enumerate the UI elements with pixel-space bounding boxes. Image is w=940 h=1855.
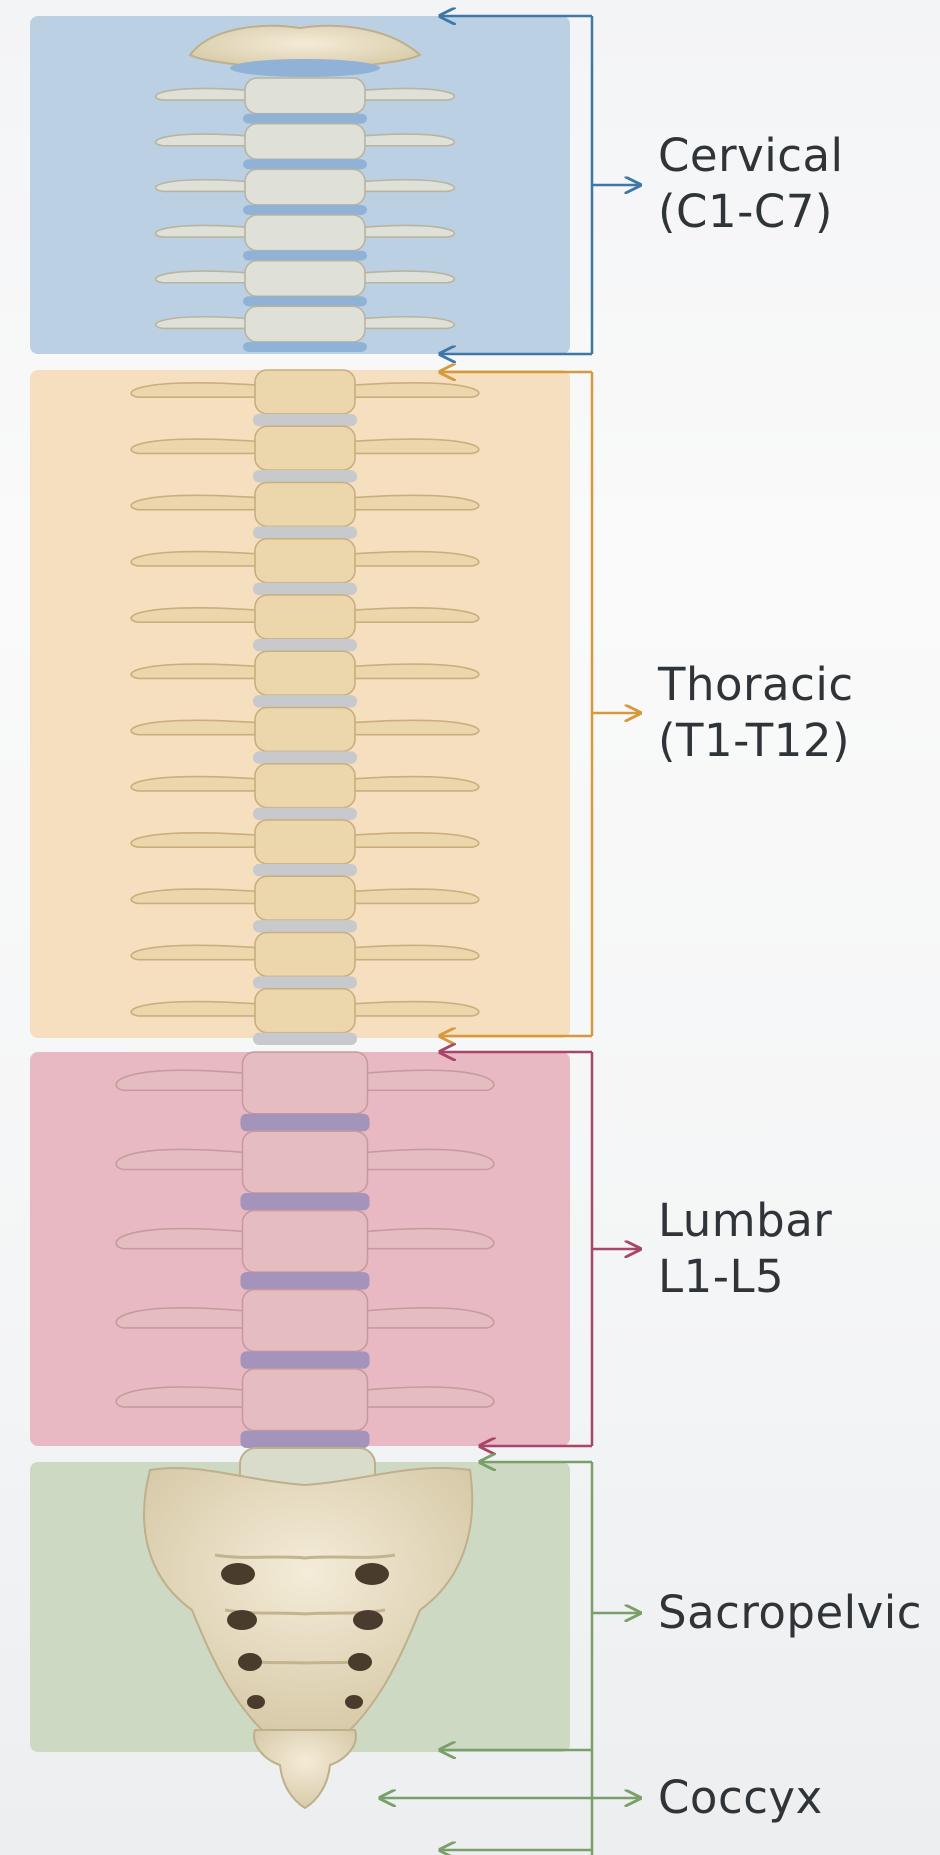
cervical-vertebra-1 (156, 78, 455, 124)
sacropelvic-label-name: Sacropelvic (658, 1585, 922, 1641)
sacrum (144, 1448, 472, 1730)
lumbar-vertebra-1 (116, 1052, 494, 1131)
thoracic-vertebra-5 (131, 595, 479, 651)
cervical-label-range: (C1-C7) (658, 184, 844, 240)
thoracic-vertebra-4 (131, 539, 479, 595)
thoracic-vertebra-3 (131, 483, 479, 539)
thoracic-label: Thoracic (T1-T12) (658, 657, 854, 769)
coccyx-label: Coccyx (658, 1770, 823, 1826)
cervical-vertebra-3 (156, 169, 455, 215)
sacropelvic-label: Sacropelvic (658, 1585, 922, 1641)
thoracic-vertebrae (131, 370, 479, 1045)
thoracic-vertebra-11 (131, 933, 479, 989)
cervical-vertebra-5 (156, 261, 455, 307)
lumbar-label-range: L1-L5 (658, 1249, 832, 1305)
thoracic-vertebra-7 (131, 708, 479, 764)
thoracic-vertebra-9 (131, 820, 479, 876)
lumbar-label-name: Lumbar (658, 1193, 832, 1249)
lumbar-label: Lumbar L1-L5 (658, 1193, 832, 1305)
thoracic-vertebra-12 (131, 989, 479, 1045)
coccyx-bracket (380, 1798, 640, 1850)
coccyx-bone (254, 1730, 356, 1808)
thoracic-vertebra-6 (131, 651, 479, 707)
thoracic-vertebra-2 (131, 426, 479, 482)
lumbar-vertebra-3 (116, 1210, 494, 1289)
cervical-label: Cervical (C1-C7) (658, 128, 844, 240)
thoracic-vertebra-1 (131, 370, 479, 426)
cervical-vertebra-6 (156, 306, 455, 352)
lumbar-vertebra-2 (116, 1131, 494, 1210)
cervical-vertebrae (156, 26, 455, 352)
thoracic-vertebra-10 (131, 876, 479, 932)
thoracic-label-range: (T1-T12) (658, 713, 854, 769)
thoracic-bracket (440, 372, 640, 1036)
thoracic-vertebra-8 (131, 764, 479, 820)
cervical-vertebra-4 (156, 215, 455, 261)
cervical-vertebra-2 (156, 124, 455, 170)
thoracic-label-name: Thoracic (658, 657, 854, 713)
lumbar-vertebra-4 (116, 1290, 494, 1369)
cervical-label-name: Cervical (658, 128, 844, 184)
lumbar-vertebrae (116, 1052, 494, 1448)
lumbar-vertebra-5 (116, 1369, 494, 1448)
cervical-bracket (440, 16, 640, 354)
coccyx-label-name: Coccyx (658, 1770, 823, 1826)
